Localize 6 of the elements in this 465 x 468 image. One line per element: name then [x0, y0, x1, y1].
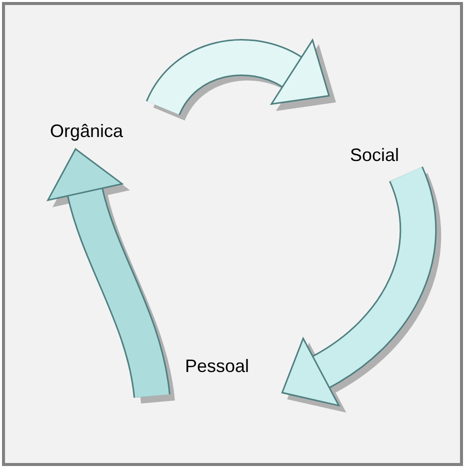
node-label: Pessoal: [185, 356, 250, 376]
curved-arrow: [146, 38, 338, 122]
curved-arrow: [47, 148, 175, 404]
curved-arrow: [282, 168, 442, 412]
node-label: Social: [350, 145, 400, 165]
node-label: Orgânica: [50, 121, 124, 141]
